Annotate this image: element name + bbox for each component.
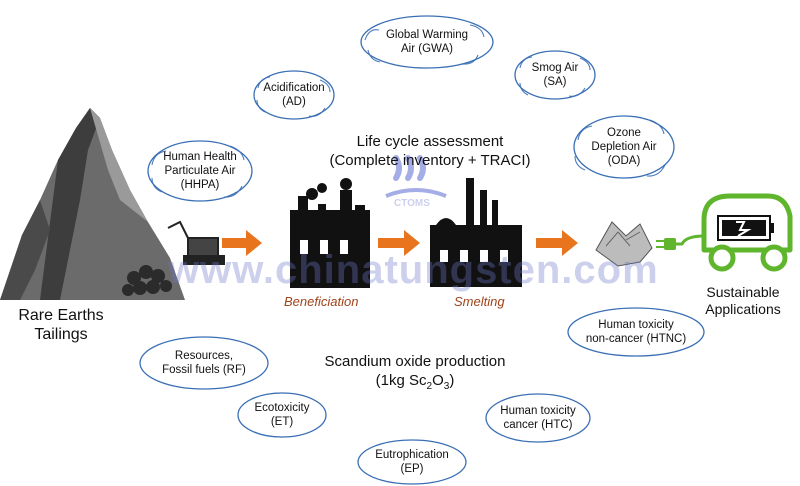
watermark-url: www.chinatungsten.com [168,248,659,292]
cloud-ad: Acidification (AD) [263,82,325,108]
production-amount: (1kg Sc2O3) [375,372,455,392]
cloud-shape-oda [573,115,675,179]
cloud-rf: Resources, Fossil fuels (RF) [162,350,246,376]
battery-icon [717,215,774,241]
smelting-label: Smelting [454,294,505,309]
cloud-htnc: Human toxicity non-cancer (HTNC) [585,319,687,345]
ore-pile-graphic [122,265,172,296]
cloud-shape-htc [485,393,591,443]
cloud-shape-hhpa [147,140,253,202]
cloud-et: Ecotoxicity (ET) [254,402,310,428]
cloud-shape-rf [139,336,269,390]
cloud-oda: Ozone Depletion Air (ODA) [591,127,657,167]
electric-car-graphic [672,193,793,272]
watermark-logo [385,155,447,198]
scandium-oxide-product-graphic [595,221,653,267]
plug-icon [656,238,676,250]
beneficiation-plant-graphic [290,178,370,288]
mountain-graphic [0,108,185,300]
cloud-shape-et [237,392,327,438]
arrow-1 [222,230,262,256]
production-title: Scandium oxide production (1kg Sc2O3) [300,352,530,396]
process-arrows [222,230,578,256]
cloud-shape-ad [253,70,335,120]
watermark-logo-text: CTOMS [394,198,430,209]
excavator-graphic [167,220,225,265]
beneficiation-label: Beneficiation [284,294,359,309]
cloud-shape-sa [514,50,596,100]
cloud-sa: Smog Air (SA) [531,62,579,88]
cloud-htc: Human toxicity cancer (HTC) [500,405,576,431]
arrow-3 [536,230,578,256]
lca-title: Life cycle assessment (Complete inventor… [329,133,531,169]
cloud-shape-gwa [360,15,494,69]
source-label: Rare Earths Tailings [18,307,104,343]
cloud-gwa: Global Warming Air (GWA) [385,29,469,55]
cloud-ep: Eutrophication (EP) [375,449,449,475]
cloud-shape-htnc [567,307,705,357]
cloud-shape-ep [357,439,467,485]
cloud-hhpa: Human Health Particulate Air (HHPA) [163,151,237,191]
smelting-plant-graphic [430,178,522,287]
destination-label: Sustainable Applications [705,284,781,317]
arrow-2 [378,230,420,256]
